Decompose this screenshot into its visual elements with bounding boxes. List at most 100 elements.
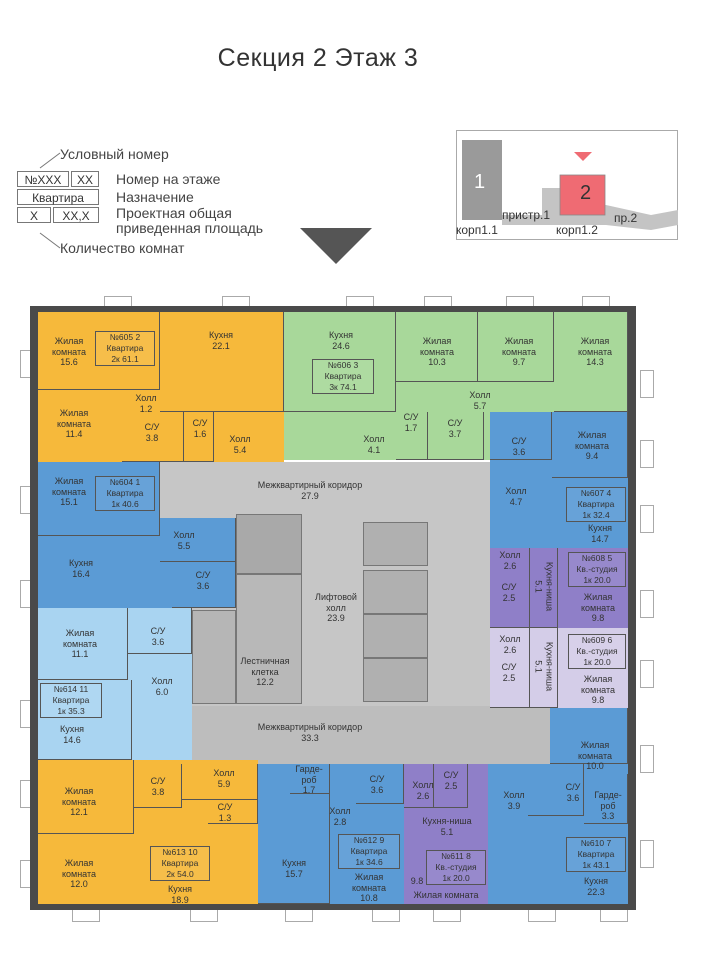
key-map-building-2: 2 — [580, 182, 592, 204]
apartment-609-tag: №609 6 Кв.-студия 1к 20.0 — [568, 634, 626, 669]
stair-block — [236, 574, 302, 704]
apartment-607-tag: №607 4 Квартира 1к 32.4 — [566, 487, 626, 522]
apartment-612-tag: №612 9 Квартира 1к 34.6 — [338, 834, 400, 869]
apartment-605 — [38, 312, 160, 462]
apartment-611-tag: №611 8 Кв.-студия 1к 20.0 — [426, 850, 486, 885]
key-map-korp11: корп1.1 — [456, 223, 498, 237]
corridor-area-2 — [160, 706, 550, 768]
legend-area-label: Проектная общая приведенная площадь — [116, 205, 264, 236]
key-map-pr2: пр.2 — [614, 211, 638, 225]
apartment-605-kitchen — [160, 312, 284, 462]
window — [640, 745, 654, 773]
room-label: Жилая комната — [413, 890, 479, 900]
legend-rooms-label: Количество комнат — [60, 240, 185, 256]
apartment-613-tag: №613 10 Квартира 2к 54.0 — [150, 846, 210, 881]
key-map-drawing — [456, 130, 678, 240]
apartment-611 — [404, 764, 488, 904]
apartment-608-tag: №608 5 Кв.-студия 1к 20.0 — [568, 552, 626, 587]
legend-box-area: XX,X — [53, 207, 99, 223]
apartment-610 — [488, 764, 628, 904]
key-map-pristr: пристр.1 — [502, 208, 551, 222]
apartment-614 — [38, 608, 192, 760]
legend-box-purpose: Квартира — [17, 189, 99, 205]
key-map-building-1: 1 — [474, 171, 486, 193]
orientation-arrow-icon — [300, 228, 372, 264]
page-title: Секция 2 Этаж 3 — [217, 44, 419, 72]
apartment-604-tag: №604 1 Квартира 1к 40.6 — [95, 476, 155, 511]
outer-wall — [628, 306, 636, 910]
apartment-607 — [490, 412, 628, 548]
apartment-606-tag: №606 3 Квартира 3к 74.1 — [312, 359, 374, 394]
window — [600, 908, 628, 922]
apartment-614-tag: №614 11 Квартира 1к 35.3 — [40, 683, 102, 718]
apartment-608 — [490, 548, 628, 628]
outer-wall — [30, 904, 634, 910]
legend-box-rooms: X — [17, 207, 51, 223]
window — [640, 590, 654, 618]
elevator-shaft — [363, 522, 428, 566]
legend-bracket-lines — [39, 152, 61, 249]
legend-box-number: №XXX — [17, 171, 69, 187]
outer-wall — [30, 306, 634, 312]
elevator-shaft — [363, 658, 428, 702]
legend-number-label: Условный номер — [60, 146, 169, 162]
window — [372, 908, 400, 922]
window — [640, 660, 654, 688]
apartment-610-tag: №610 7 Квартира 1к 43.1 — [566, 837, 626, 872]
legend-floor-label: Номер на этаже — [116, 171, 221, 187]
key-map-korp12: корп1.2 — [556, 223, 598, 237]
window — [528, 908, 556, 922]
window — [285, 908, 313, 922]
